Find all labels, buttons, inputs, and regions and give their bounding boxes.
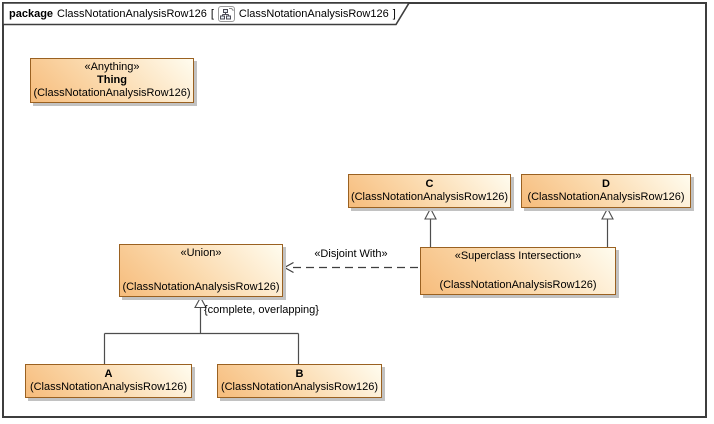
class-name: B (295, 368, 304, 380)
class-node-a[interactable]: A (ClassNotationAnalysisRow126) (25, 364, 192, 398)
class-name: C (425, 178, 434, 190)
package-name: ClassNotationAnalysisRow126 (57, 7, 207, 20)
class-qualifier: (ClassNotationAnalysisRow126) (29, 381, 188, 393)
generalization-set-constraint-label: {complete, overlapping} (204, 304, 319, 316)
class-qualifier: (ClassNotationAnalysisRow126) (527, 191, 685, 203)
class-node-d[interactable]: D (ClassNotationAnalysisRow126) (521, 174, 691, 208)
class-name: Thing (97, 74, 127, 86)
class-qualifier: (ClassNotationAnalysisRow126) (33, 87, 191, 99)
stereotype-label: «Anything» (84, 61, 140, 73)
class-node-thing[interactable]: «Anything» Thing (ClassNotationAnalysisR… (30, 58, 194, 103)
class-qualifier: (ClassNotationAnalysisRow126) (220, 381, 379, 393)
package-keyword: package (9, 7, 54, 20)
class-qualifier: (ClassNotationAnalysisRow126) (122, 281, 280, 293)
bracket-close: ] (392, 7, 396, 20)
stereotype-label: «Superclass Intersection» (454, 250, 582, 262)
class-name: A (104, 368, 113, 380)
class-node-superclass-intersection[interactable]: «Superclass Intersection» (ClassNotation… (420, 247, 616, 295)
class-diagram-icon (217, 5, 235, 22)
stereotype-label: «Union» (180, 247, 222, 259)
class-name: D (602, 178, 610, 190)
package-header: package ClassNotationAnalysisRow126 [ Cl… (9, 5, 396, 22)
disjoint-with-label: «Disjoint With» (314, 248, 388, 260)
class-node-b[interactable]: B (ClassNotationAnalysisRow126) (217, 364, 382, 398)
class-qualifier: (ClassNotationAnalysisRow126) (439, 279, 597, 291)
class-node-c[interactable]: C (ClassNotationAnalysisRow126) (348, 174, 511, 208)
diagram-name: ClassNotationAnalysisRow126 (238, 7, 389, 20)
bracket-open: [ (210, 7, 214, 20)
class-node-union[interactable]: «Union» (ClassNotationAnalysisRow126) (119, 244, 283, 297)
class-qualifier: (ClassNotationAnalysisRow126) (350, 191, 509, 203)
